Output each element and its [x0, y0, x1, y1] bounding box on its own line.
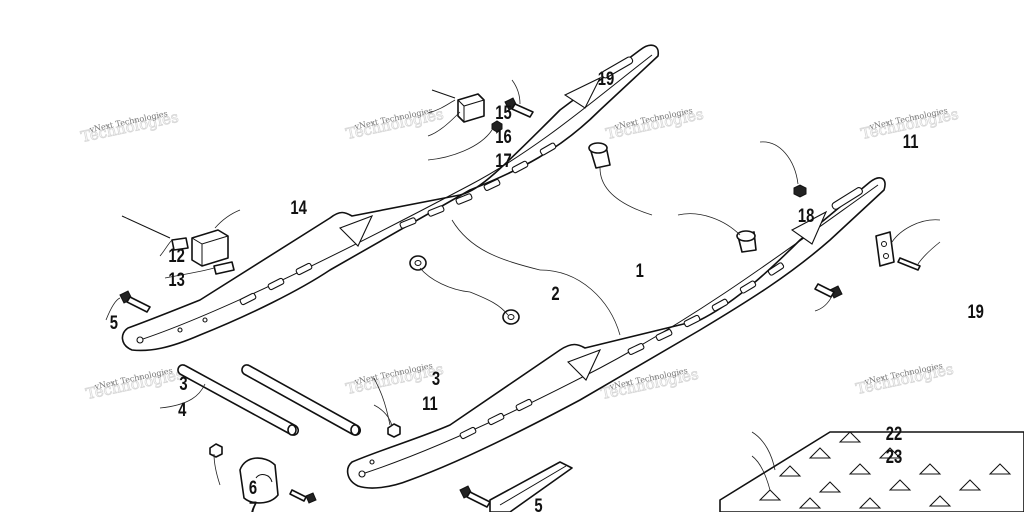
- callout-19: 19: [967, 301, 983, 322]
- callout-5: 5: [110, 312, 118, 333]
- hardware: [119, 89, 921, 512]
- callout-6: 6: [249, 477, 257, 498]
- callout-11: 11: [422, 393, 438, 414]
- lower-slide-rail: [346, 177, 886, 489]
- cross-shaft-rear: [241, 364, 361, 436]
- bolt-icon: [289, 489, 317, 504]
- nut-icon: [209, 443, 223, 458]
- leader-lines: [105, 79, 941, 491]
- callout-11: 11: [903, 131, 919, 152]
- upper-slide-rail: [121, 44, 660, 352]
- cross-shaft-front: [177, 364, 299, 436]
- nut-icon: [387, 423, 401, 438]
- callout-12: 12: [168, 245, 184, 266]
- bushing-icon: [736, 230, 757, 253]
- pin-icon: [121, 215, 171, 239]
- clip-icon: [171, 237, 235, 275]
- callout-3: 3: [432, 368, 440, 389]
- callout-2: 2: [551, 283, 559, 304]
- callout-16: 16: [495, 126, 511, 147]
- rail-slots: [459, 262, 785, 440]
- bolt-icon: [459, 485, 491, 508]
- callout-1: 1: [636, 260, 644, 281]
- callout-15: 15: [495, 102, 511, 123]
- callout-17: 17: [495, 150, 511, 171]
- bolt-icon: [504, 97, 534, 118]
- nut-icon: [793, 184, 807, 198]
- callout-5: 5: [534, 495, 542, 512]
- callout-22: 22: [886, 423, 902, 444]
- wear-strip-icon: [489, 461, 573, 512]
- callout-4: 4: [178, 399, 187, 420]
- callout-23: 23: [886, 446, 902, 467]
- bolt-icon: [119, 290, 151, 313]
- bumper-icon: [191, 229, 229, 267]
- callout-14: 14: [290, 197, 307, 218]
- washer-icon: [409, 255, 427, 271]
- screw-icon: [897, 257, 921, 271]
- bolt-icon: [814, 283, 843, 299]
- bracket-icon: [875, 231, 895, 267]
- callout-3: 3: [179, 373, 187, 394]
- callout-7: 7: [249, 498, 257, 512]
- block-icon: [457, 93, 485, 123]
- callout-18: 18: [798, 205, 814, 226]
- rail-slots: [239, 142, 557, 306]
- track-icon: [719, 431, 1024, 512]
- bushing-icon: [588, 142, 611, 169]
- callout-13: 13: [168, 269, 184, 290]
- callout-19: 19: [598, 68, 614, 89]
- pin-icon: [431, 89, 456, 99]
- nut-icon: [491, 120, 503, 133]
- callout-labels: 1 2 3 3 4 5 5 6 7 11 11 12 13 14 15 16 1…: [110, 68, 984, 512]
- end-cap-icon: [239, 457, 279, 504]
